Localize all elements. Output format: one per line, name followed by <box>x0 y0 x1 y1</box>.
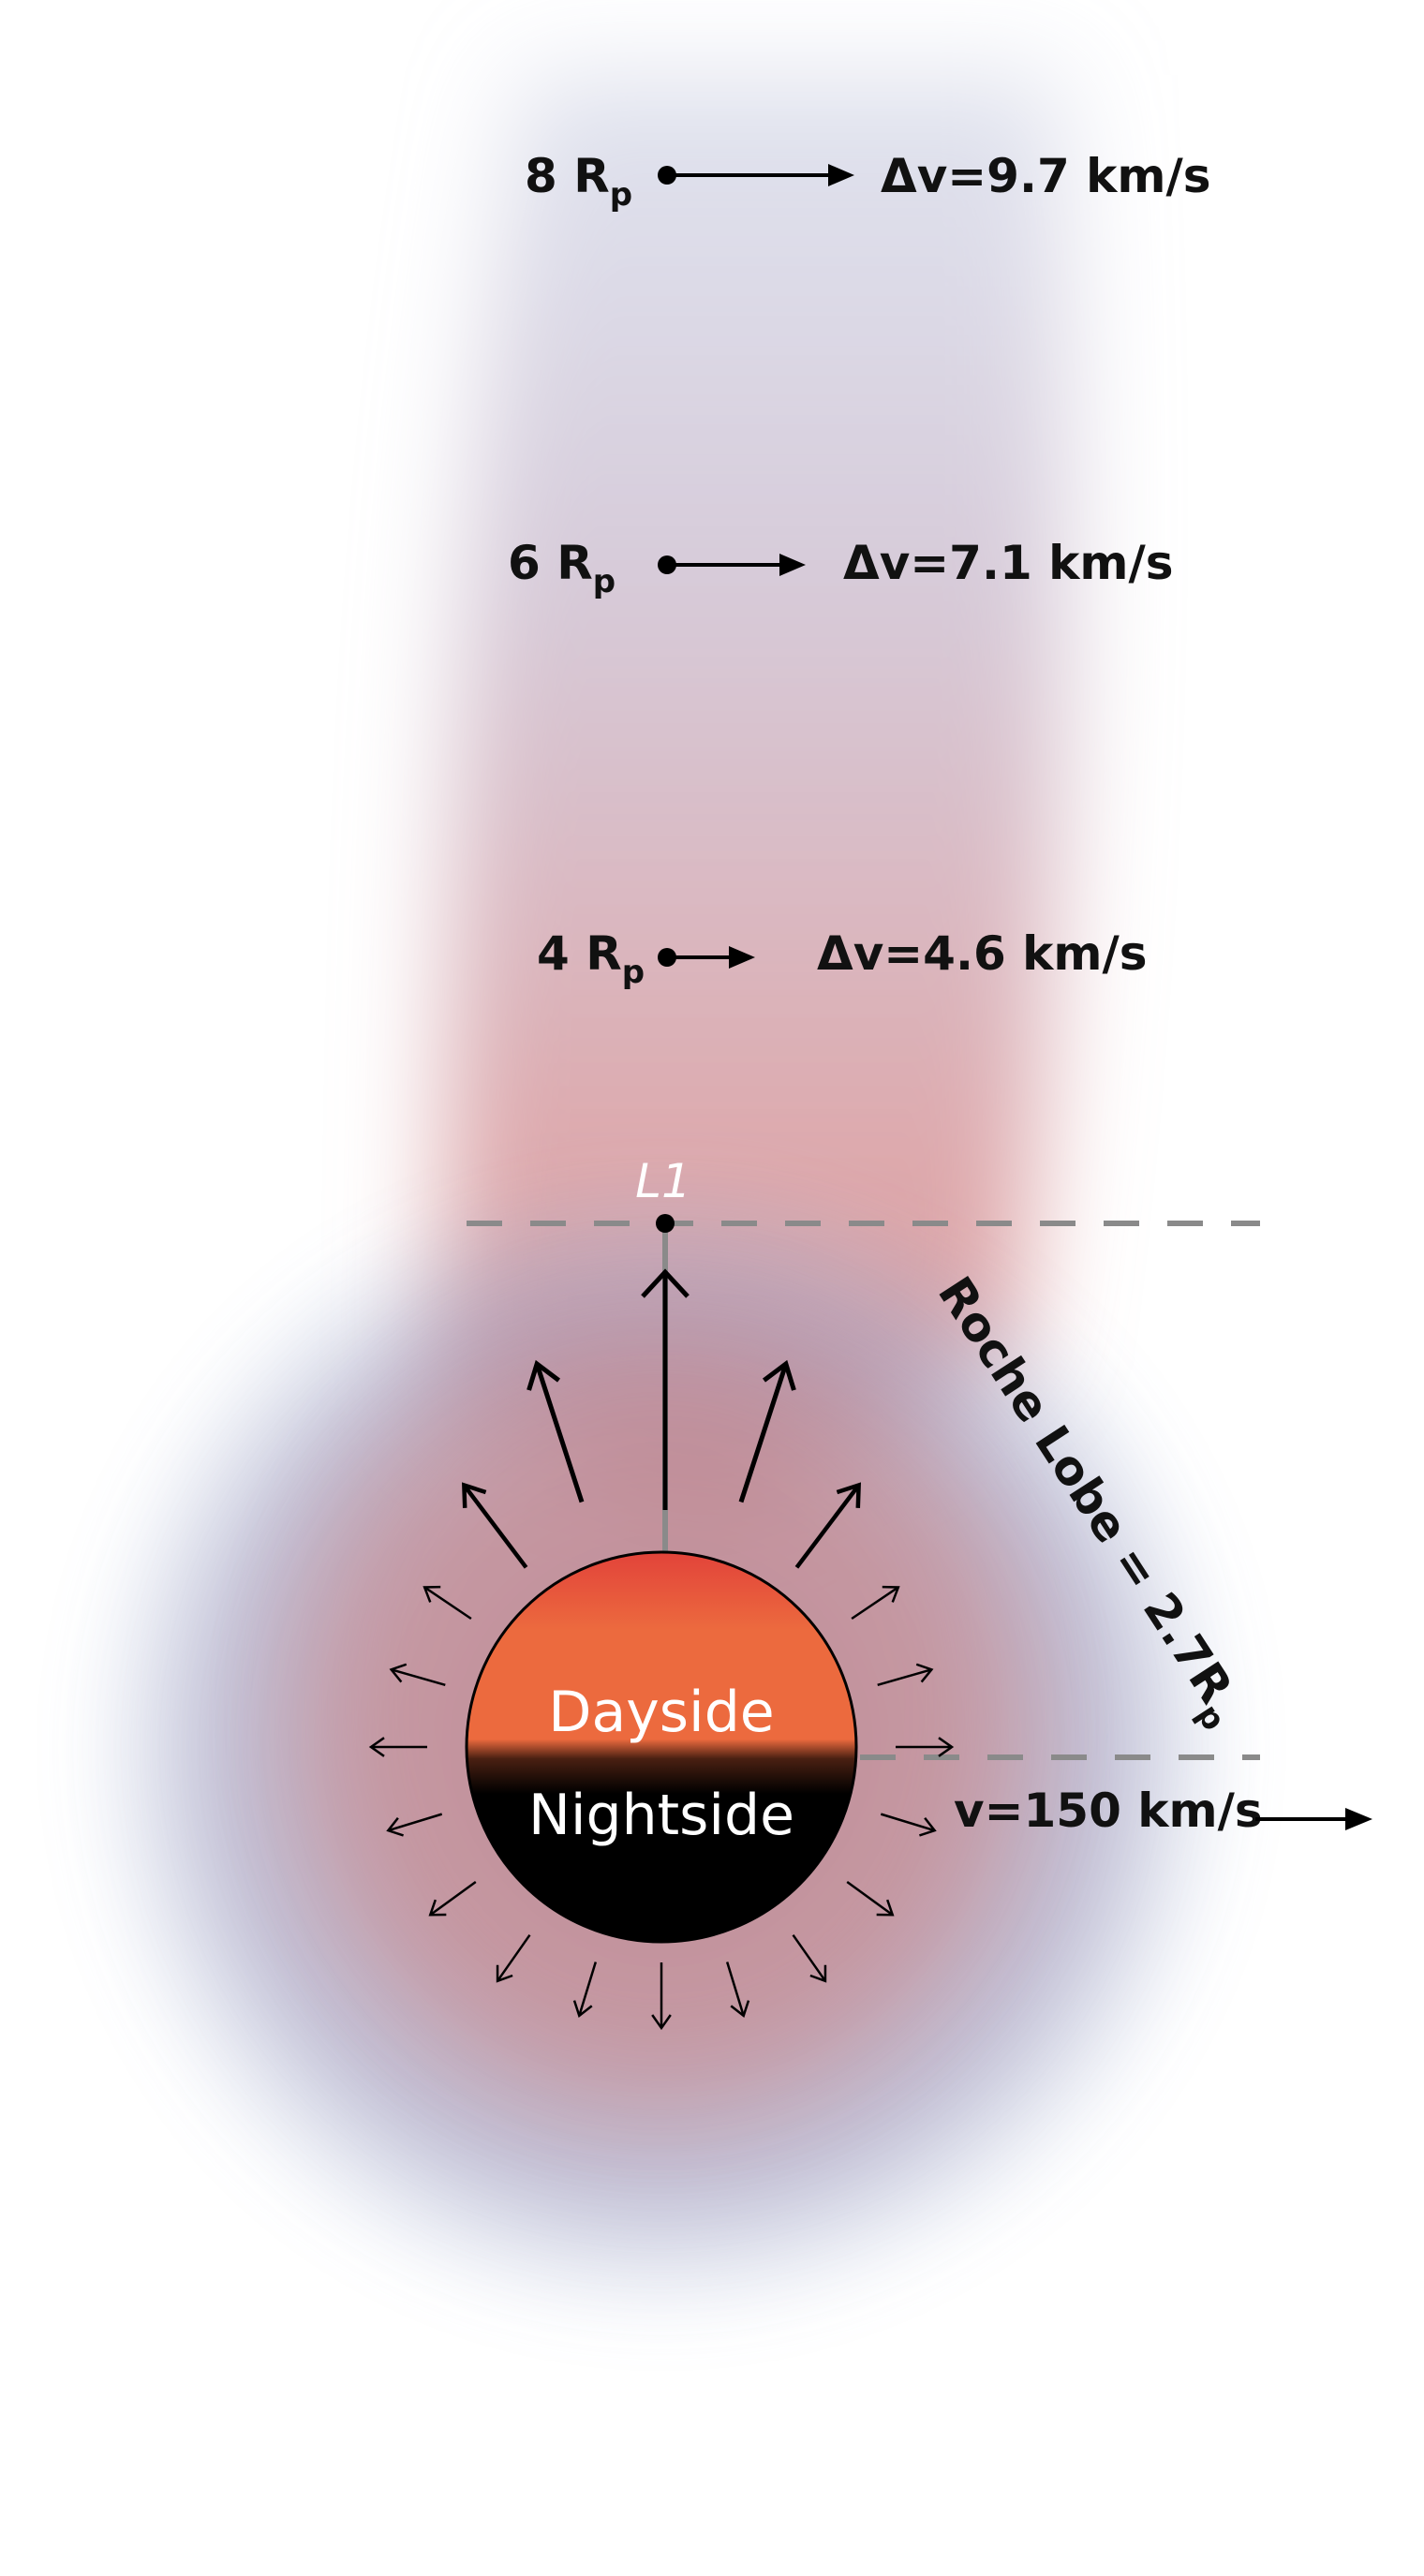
outflow-arrow-head <box>876 1899 895 1917</box>
outflow-arrow-head <box>651 2014 672 2031</box>
outflow-arrow-head <box>938 1737 955 1757</box>
dayside-label: Dayside <box>548 1680 774 1745</box>
outflow-arrow-head <box>386 1816 404 1837</box>
outflow-arrow-icon <box>534 1363 585 1503</box>
stream-dv-label: Δv=9.7 km/s <box>881 149 1211 203</box>
outflow-arrow-head <box>389 1663 408 1683</box>
outflow-arrow-icon <box>794 1484 861 1569</box>
stream-radius-label: 6 Rp <box>508 536 616 600</box>
outflow-arrow-head <box>462 1482 487 1508</box>
outflow-arrow-icon <box>578 1962 598 2017</box>
stream-marker-6rp: 6 Rp Δv=7.1 km/s <box>508 536 1174 600</box>
orbital-velocity-arrow-head <box>1345 1808 1372 1830</box>
planet-body <box>467 1552 856 1942</box>
outflow-arrow-icon <box>497 1933 531 1982</box>
planet: Dayside Nightside <box>465 1550 858 1944</box>
outflow-arrow-head <box>572 2000 593 2018</box>
stream-radius-sub: p <box>622 954 645 991</box>
nightside-label: Nightside <box>528 1783 794 1848</box>
outflow-arrows <box>368 1359 955 2031</box>
stream-arrow-head <box>828 164 854 186</box>
planet-outline <box>465 1550 858 1944</box>
outflow-arrow-icon <box>846 1880 894 1917</box>
stream-arrow-head <box>779 554 806 576</box>
l1-label: L1 <box>635 1154 691 1208</box>
stream-dv-label: Δv=7.1 km/s <box>843 536 1174 590</box>
stream-marker-4rp: 4 Rp Δv=4.6 km/s <box>537 926 1148 991</box>
outflow-arrow-icon <box>877 1668 932 1687</box>
outflow-arrow-icon <box>792 1933 826 1982</box>
outflow-arrow-icon <box>429 1880 477 1917</box>
outflow-arrow-head <box>836 1482 861 1508</box>
stream-radius: 8 R <box>525 149 610 203</box>
stream-marker-8rp: 8 Rp Δv=9.7 km/s <box>525 149 1211 214</box>
outflow-arrow-head <box>915 1663 934 1683</box>
orbital-velocity-label: v=150 km/s <box>954 1784 1263 1838</box>
outflow-arrow-icon <box>738 1363 789 1503</box>
stream-radius-sub: p <box>610 176 632 214</box>
outflow-arrow-icon <box>391 1668 446 1687</box>
outflow-arrow-head <box>919 1816 937 1837</box>
outflow-arrow-head <box>882 1585 900 1603</box>
stream-radius-label: 4 Rp <box>537 926 645 991</box>
outflow-arrow-head <box>730 2000 750 2018</box>
l1-flow-arrow-head <box>641 1268 690 1298</box>
stream-radius-label: 8 Rp <box>525 149 632 214</box>
stream-radius-sub: p <box>593 563 616 600</box>
escaping-tail <box>440 75 1068 1517</box>
outflow-arrow-head <box>423 1585 441 1603</box>
stream-radius: 4 R <box>537 926 622 981</box>
l1-dot-icon <box>656 1214 675 1233</box>
outflow-arrow-head <box>368 1737 385 1757</box>
outflow-arrow-icon <box>851 1586 899 1621</box>
outflow-arrow-head <box>762 1359 796 1391</box>
outflow-arrow-icon <box>387 1813 443 1832</box>
outflow-arrow-icon <box>462 1484 528 1569</box>
outflow-arrow-head <box>527 1359 561 1391</box>
outflow-arrow-icon <box>423 1586 472 1621</box>
stream-dv-label: Δv=4.6 km/s <box>817 926 1148 981</box>
outflow-arrow-head <box>809 1964 827 1983</box>
stream-arrow-head <box>729 946 755 969</box>
outflow-arrow-head <box>496 1964 513 1983</box>
stream-radius: 6 R <box>508 536 593 590</box>
outflow-arrow-icon <box>880 1813 936 1832</box>
outflow-arrow-icon <box>725 1962 745 2017</box>
outflow-arrow-head <box>428 1899 447 1917</box>
